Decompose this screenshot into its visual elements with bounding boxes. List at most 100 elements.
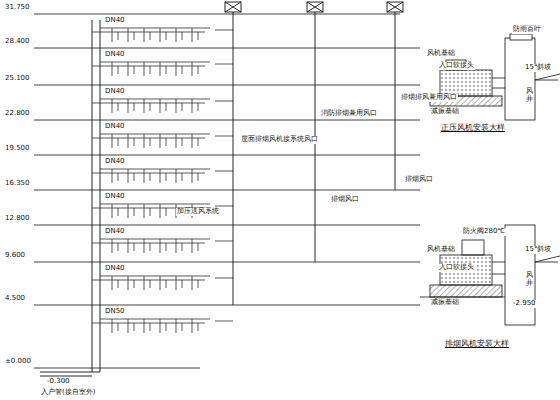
note-label: 减振基础: [430, 108, 460, 116]
fixture-pipe: [112, 62, 113, 76]
fixture-pipe: [128, 169, 129, 183]
fixture-pipe: [160, 99, 161, 113]
elevation: 31.750: [4, 4, 31, 12]
branch-pipe: [100, 62, 210, 63]
branch-pipe: [100, 239, 210, 240]
fixture-pipe: [176, 276, 177, 290]
fixture-pipe: [166, 323, 167, 331]
fan-detail-top: [430, 34, 560, 120]
fixture-pipe: [150, 103, 151, 111]
fan-detail-bottom: [420, 225, 560, 325]
fixture-pipe: [112, 99, 113, 113]
fixture-pipe: [144, 62, 145, 76]
fixture-pipe: [150, 243, 151, 251]
fixture-pipe: [134, 138, 135, 146]
branch-pipe: [100, 319, 210, 320]
fixture-pipe: [118, 32, 119, 40]
fixture-pipe: [182, 243, 183, 251]
note-label: -2.950: [512, 300, 537, 308]
branch-pipe: [92, 323, 205, 324]
fixture-pipe: [112, 134, 113, 148]
fixture-pipe: [134, 323, 135, 331]
fixture-pipe: [150, 208, 151, 216]
fixture-pipe: [192, 319, 193, 333]
fixture-pipe: [160, 62, 161, 76]
fixture-pipe: [192, 239, 193, 253]
fixture-pipe: [176, 169, 177, 183]
fixture-pipe: [182, 323, 183, 331]
note-label: 加压送风系统: [176, 208, 220, 216]
fixture-pipe: [134, 280, 135, 288]
elevation: 28.400: [4, 38, 31, 46]
fixture-pipe: [144, 239, 145, 253]
fixture-pipe: [176, 239, 177, 253]
elevation: 19.500: [4, 145, 31, 153]
damper-link: [215, 136, 233, 137]
fixture-pipe: [134, 103, 135, 111]
damper-link: [215, 278, 233, 279]
fixture-pipe: [144, 319, 145, 333]
note-label: 风机基础: [426, 246, 456, 254]
fixture-pipe: [134, 32, 135, 40]
fixture-pipe: [198, 323, 199, 331]
branch-pipe: [100, 28, 210, 29]
fixture-pipe: [192, 62, 193, 76]
fixture-pipe: [134, 173, 135, 181]
fixture-pipe: [166, 280, 167, 288]
pipe-size: DN40: [104, 88, 126, 96]
pipe-size: DN40: [104, 228, 126, 236]
damper-link: [215, 321, 233, 322]
damper-link: [215, 101, 233, 102]
fixture-pipe: [182, 138, 183, 146]
fixture-pipe: [166, 208, 167, 216]
branch-pipe: [100, 134, 210, 135]
detail-title: 正压风机安装大样: [440, 124, 506, 132]
fixture-pipe: [144, 204, 145, 218]
note-label: 排烟排风兼用风口: [400, 94, 458, 102]
note-label: 屋面排烟风机接系统风口: [240, 136, 319, 144]
fixture-pipe: [150, 138, 151, 146]
fixture-pipe: [134, 208, 135, 216]
pipe-size: DN40: [104, 51, 126, 59]
note-label: 入口软接头: [438, 62, 475, 70]
fixture-pipe: [166, 66, 167, 74]
fixture-pipe: [198, 138, 199, 146]
fixture-pipe: [160, 169, 161, 183]
note-label: 减振基础: [430, 299, 460, 307]
note-label: 防雨百叶: [512, 26, 542, 34]
branch-pipe: [92, 103, 205, 104]
fixture-pipe: [112, 319, 113, 333]
branch-pipe: [92, 173, 205, 174]
fixture-pipe: [128, 62, 129, 76]
fixture-pipe: [118, 323, 119, 331]
fixture-pipe: [198, 280, 199, 288]
fixture-pipe: [144, 169, 145, 183]
note-label: 排烟风口: [330, 196, 360, 204]
pipe-size: DN40: [104, 17, 126, 25]
branch-pipe: [100, 204, 210, 205]
elevation: 9.600: [4, 252, 26, 260]
fixture-pipe: [112, 169, 113, 183]
fixture-pipe: [150, 280, 151, 288]
fixture-pipe: [118, 243, 119, 251]
branch-pipe: [92, 138, 205, 139]
fixture-pipe: [160, 204, 161, 218]
note-label: 15°斜坡: [524, 246, 552, 254]
fixture-pipe: [166, 173, 167, 181]
fixture-pipe: [128, 319, 129, 333]
note-label: 入户管(接自室外): [40, 389, 96, 397]
elevation: -0.300: [46, 378, 71, 386]
fixture-pipe: [128, 28, 129, 42]
branch-pipe: [100, 99, 210, 100]
damper-link: [215, 64, 233, 65]
fixture-pipe: [118, 208, 119, 216]
pipe-size: DN40: [104, 193, 126, 201]
fixture-pipe: [176, 62, 177, 76]
fixture-pipe: [128, 99, 129, 113]
fixture-pipe: [128, 134, 129, 148]
elevation: 25.100: [4, 75, 31, 83]
note-label: 防火阀280℃: [462, 228, 506, 236]
fixture-pipe: [182, 66, 183, 74]
branch-pipe: [100, 169, 210, 170]
fixture-pipe: [134, 66, 135, 74]
